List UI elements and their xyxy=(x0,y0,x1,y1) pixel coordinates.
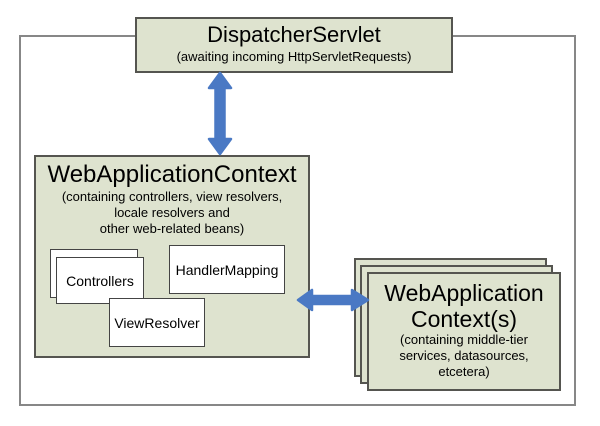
controllers-label: Controllers xyxy=(66,272,134,289)
dispatcher-servlet-box: DispatcherServlet (awaiting incoming Htt… xyxy=(135,17,453,73)
root-context-subtitle-line-2: services, datasources, xyxy=(399,348,529,363)
root-context-title-line-1: WebApplication xyxy=(384,280,544,306)
vertical-bidirectional-arrow-icon xyxy=(207,71,233,156)
view-resolver-label: ViewResolver xyxy=(114,314,200,331)
web-application-context-box: WebApplicationContext (containing contro… xyxy=(34,155,310,358)
wac-subtitle-line-3: other web-related beans) xyxy=(99,221,245,236)
root-context-subtitle-line-3: etcetera) xyxy=(438,364,490,379)
root-context-title-line-2: Context(s) xyxy=(410,306,518,332)
handler-mapping-label: HandlerMapping xyxy=(175,261,279,278)
root-context-subtitle-line-1: (containing middle-tier xyxy=(400,332,528,347)
dispatcher-servlet-subtitle: (awaiting incoming HttpServletRequests) xyxy=(176,49,412,64)
controllers-box: Controllers xyxy=(56,257,144,304)
web-application-context-title: WebApplicationContext xyxy=(47,161,297,188)
view-resolver-box: ViewResolver xyxy=(109,298,205,347)
root-context-box: WebApplication Context(s) (containing mi… xyxy=(367,272,561,391)
dispatcher-servlet-title: DispatcherServlet xyxy=(207,22,381,47)
wac-subtitle-line-1: (containing controllers, view resolvers, xyxy=(61,189,283,204)
horizontal-bidirectional-arrow-icon xyxy=(296,288,370,312)
handler-mapping-box: HandlerMapping xyxy=(169,245,285,294)
wac-subtitle-line-2: locale resolvers and xyxy=(114,205,230,220)
